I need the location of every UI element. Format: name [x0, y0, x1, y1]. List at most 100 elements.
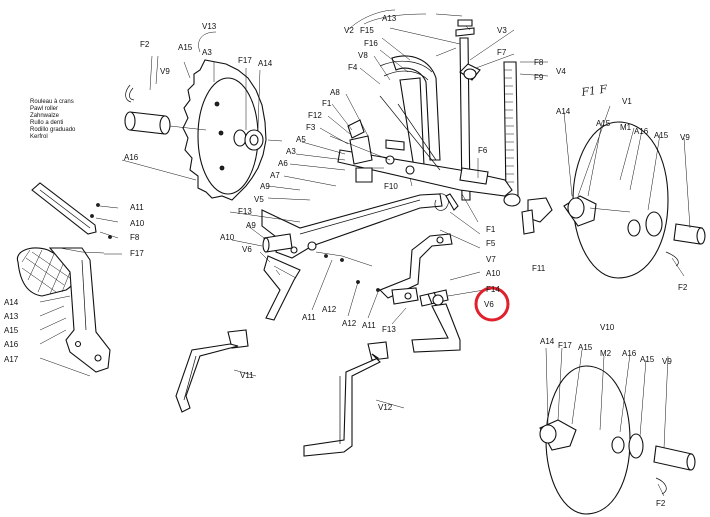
label-M2: M2: [600, 349, 612, 358]
label-V8: V8: [358, 51, 368, 60]
lever-v6: [411, 303, 461, 353]
label-A15f: A15: [640, 355, 655, 364]
label-A16: A16: [124, 153, 139, 162]
legend-line-6: Kerfrol: [30, 134, 48, 140]
foot-pedal-assembly: [16, 247, 111, 373]
label-F12: F12: [308, 111, 322, 120]
pedal-v12: [303, 341, 389, 457]
wheel-v10-bearing: [628, 433, 644, 459]
label-A11: A11: [130, 203, 144, 212]
legend-line-4: Rullo a denti: [30, 120, 63, 126]
label-A13: A13: [382, 14, 397, 23]
label-A8: A8: [330, 88, 340, 97]
label-F1b: F1: [486, 225, 496, 234]
label-A12b: A12: [342, 319, 357, 328]
label-F8b: F8: [130, 233, 140, 242]
label-V12: V12: [378, 403, 393, 412]
label-F13b: F13: [382, 325, 396, 334]
label-A14d: A14: [540, 337, 555, 346]
label-A6: A6: [278, 159, 288, 168]
label-A3b: A3: [286, 147, 296, 156]
label-A5: A5: [296, 135, 306, 144]
label-A15b: A15: [4, 326, 19, 335]
label-A15d: A15: [654, 131, 669, 140]
pawl-roller-hub: [233, 129, 247, 147]
label-A16b: A16: [4, 340, 19, 349]
pawl-roller-assembly: [124, 59, 283, 201]
label-V4: V4: [556, 67, 566, 76]
label-F15: F15: [360, 26, 374, 35]
label-A15: A15: [178, 43, 193, 52]
label-V10: V10: [600, 323, 615, 332]
wheel-v1-bearing: [645, 211, 663, 237]
part-labels: V13 F2 A15 V9 A3 F17 A14 A16 V2 A13 F15 …: [4, 14, 690, 508]
label-F17: F17: [238, 56, 252, 65]
label-F3: F3: [306, 123, 316, 132]
label-M1: M1: [620, 123, 632, 132]
label-F2b: F2: [678, 283, 688, 292]
label-A10: A10: [130, 219, 145, 228]
label-V9c: V9: [662, 357, 672, 366]
legend: Rouleau à crans Pawl roller Zahnwalze Ru…: [30, 99, 76, 140]
label-A11b: A11: [302, 313, 316, 322]
label-A12a: A12: [322, 305, 337, 314]
label-F11: F11: [532, 264, 546, 273]
pedal-arm: [48, 247, 111, 373]
label-V7: V7: [486, 255, 496, 264]
legend-line-2: Pawl roller: [30, 106, 58, 112]
frame-assembly: [261, 13, 553, 353]
label-A14c: A14: [556, 107, 571, 116]
highlight-circle: [474, 286, 510, 322]
label-F4: F4: [348, 63, 358, 72]
label-F14: F14: [486, 285, 500, 294]
label-V6-highlighted: V6: [484, 300, 494, 309]
label-A9b: A9: [246, 221, 256, 230]
label-F5: F5: [486, 239, 496, 248]
label-F2c: F2: [656, 499, 666, 508]
label-F10: F10: [384, 182, 398, 191]
label-V9: V9: [160, 67, 170, 76]
label-F1: F1: [322, 99, 332, 108]
curved-plate: [391, 55, 441, 161]
label-F17c: F17: [558, 341, 572, 350]
wheel-v10-axle: [653, 445, 693, 471]
label-F17b: F17: [130, 249, 144, 258]
label-V13: V13: [202, 22, 217, 31]
label-V6: V6: [242, 245, 252, 254]
label-V11: V11: [240, 371, 254, 380]
label-F6: F6: [478, 146, 488, 155]
label-A10b: A10: [220, 233, 235, 242]
label-A9: A9: [260, 182, 270, 191]
label-A13b: A13: [4, 312, 19, 321]
label-V2: V2: [344, 26, 354, 35]
label-A14: A14: [258, 59, 273, 68]
wheel-v1: [563, 121, 706, 279]
pedal-v11: [175, 329, 249, 413]
label-F13: F13: [238, 207, 252, 216]
label-A14b: A14: [4, 298, 19, 307]
label-V9b: V9: [680, 133, 690, 142]
upper-bracket: [31, 182, 112, 239]
label-A7: A7: [270, 171, 280, 180]
label-F8: F8: [534, 58, 544, 67]
label-F7: F7: [497, 48, 507, 57]
label-F2: F2: [140, 40, 150, 49]
label-A15c: A15: [596, 119, 611, 128]
label-A16d: A16: [622, 349, 637, 358]
label-A11c: A11: [362, 321, 376, 330]
label-A16c: A16: [634, 127, 649, 136]
label-F9: F9: [534, 73, 544, 82]
label-F16: F16: [364, 39, 378, 48]
label-A15e: A15: [578, 343, 593, 352]
handwritten-note: F1 F: [580, 82, 609, 99]
label-V3: V3: [497, 26, 507, 35]
legend-line-1: Rouleau à crans: [30, 99, 74, 105]
legend-line-5: Rodillo graduado: [30, 127, 76, 133]
label-A3: A3: [202, 48, 212, 57]
legend-line-3: Zahnwalze: [30, 113, 60, 119]
label-A17: A17: [4, 355, 19, 364]
wheel-v10: [539, 365, 696, 515]
leader-lines: [39, 9, 691, 497]
label-V5: V5: [254, 195, 264, 204]
